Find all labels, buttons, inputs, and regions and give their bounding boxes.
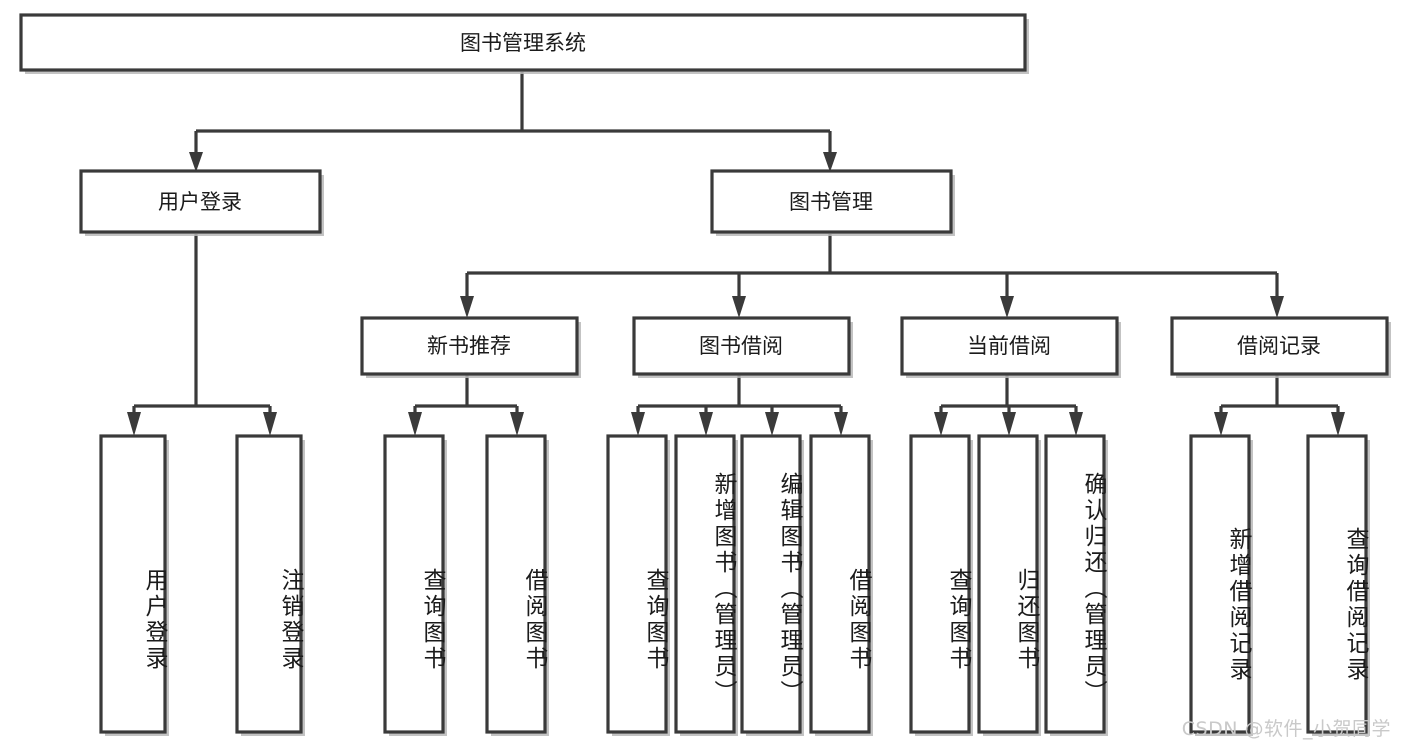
- arrowhead-leaf-logout-login: [263, 412, 277, 436]
- node-box-root[interactable]: [19, 13, 1027, 72]
- node-label-new-book-recommend: 新书推荐: [427, 334, 511, 358]
- arrowhead-leaf-add-record: [1214, 412, 1228, 436]
- arrowhead-borrow-record: [1270, 296, 1284, 318]
- node-box-leaf-confirm-return[interactable]: [1044, 434, 1106, 734]
- arrowhead-leaf-edit-book: [765, 412, 779, 436]
- arrowhead-leaf-add-book: [699, 412, 713, 436]
- node-box-leaf-user-login[interactable]: [99, 434, 167, 734]
- arrowhead-leaf-borrow-book-2: [834, 412, 848, 436]
- arrowhead-leaf-user-login: [127, 412, 141, 436]
- node-box-new-book-recommend[interactable]: [360, 316, 579, 376]
- arrowhead-leaf-query-record: [1331, 412, 1345, 436]
- node-box-leaf-query-book-2[interactable]: [606, 434, 668, 734]
- node-box-leaf-edit-book[interactable]: [740, 434, 802, 734]
- arrowhead-leaf-borrow-book-1: [510, 412, 524, 436]
- node-label-current-borrow: 当前借阅: [967, 334, 1051, 358]
- node-box-leaf-query-book-1[interactable]: [383, 434, 445, 734]
- node-label-borrow-record: 借阅记录: [1237, 334, 1321, 358]
- arrowhead-new-book: [460, 296, 474, 318]
- arrowhead-layer: [127, 152, 1345, 436]
- watermark-text: CSDN @软件_小贺同学: [1181, 718, 1391, 740]
- arrowhead-leaf-query-book-1: [408, 412, 422, 436]
- arrowhead-leaf-query-book-2: [631, 412, 645, 436]
- node-label-root: 图书管理系统: [460, 31, 586, 55]
- node-box-leaf-add-record[interactable]: [1189, 434, 1251, 734]
- node-label-book-borrow: 图书借阅: [699, 334, 783, 358]
- node-box-user-login[interactable]: [79, 169, 322, 234]
- arrowhead-leaf-return-book: [1002, 412, 1016, 436]
- node-layer: [19, 13, 1391, 736]
- arrowhead-leaf-query-book-3: [934, 412, 948, 436]
- label-layer: 图书管理系统 用户登录 图书管理 新书推荐 图书借阅 当前借阅 借阅记录: [158, 31, 1321, 358]
- node-box-leaf-logout-login[interactable]: [235, 434, 303, 734]
- arrowhead-leaf-confirm-return: [1069, 412, 1083, 436]
- node-box-book-borrow[interactable]: [632, 316, 851, 376]
- node-label-user-login: 用户登录: [158, 190, 242, 214]
- arrowhead-book-borrow: [732, 296, 746, 318]
- node-box-leaf-borrow-book-2[interactable]: [809, 434, 871, 734]
- arrowhead-book-manage: [823, 152, 837, 172]
- node-box-leaf-return-book[interactable]: [977, 434, 1039, 734]
- arrowhead-current-borrow: [1000, 296, 1014, 318]
- node-box-borrow-record[interactable]: [1170, 316, 1389, 376]
- node-box-leaf-query-book-3[interactable]: [909, 434, 971, 734]
- node-box-leaf-add-book[interactable]: [674, 434, 736, 734]
- node-box-leaf-query-record[interactable]: [1306, 434, 1368, 734]
- node-label-book-manage: 图书管理: [789, 190, 873, 214]
- node-box-leaf-borrow-book-1[interactable]: [485, 434, 547, 734]
- node-box-current-borrow[interactable]: [900, 316, 1119, 376]
- arrowhead-user-login: [189, 152, 203, 172]
- node-box-book-manage[interactable]: [710, 169, 953, 234]
